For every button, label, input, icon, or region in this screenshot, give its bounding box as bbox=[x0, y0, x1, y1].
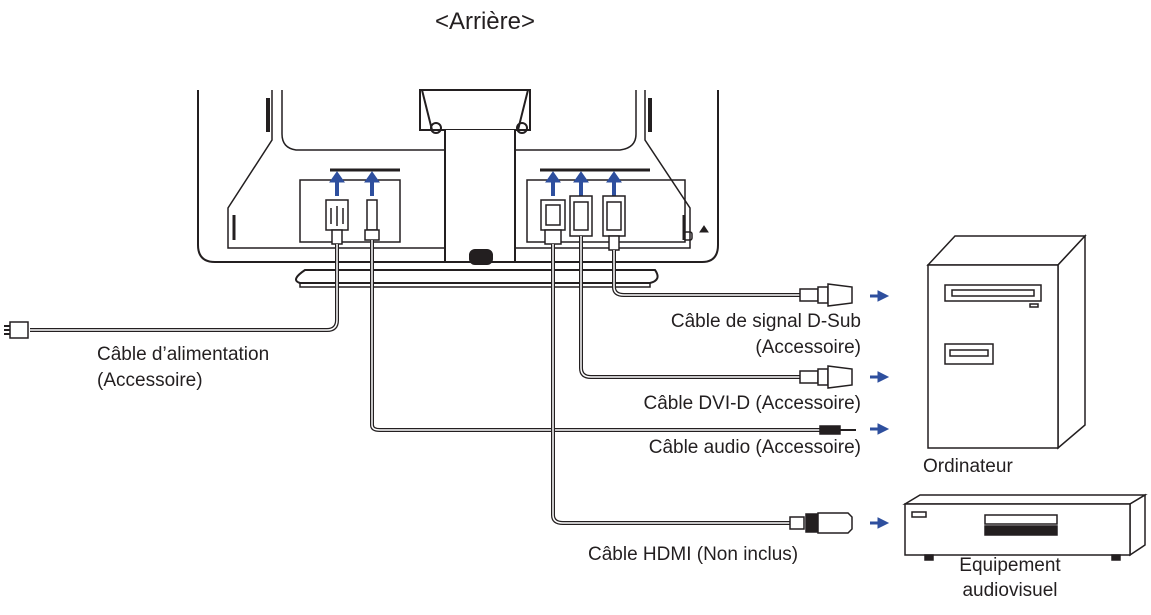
dvi-cable-label: Câble DVI-D (Accessoire) bbox=[643, 393, 862, 414]
computer-label: Ordinateur bbox=[923, 456, 1013, 477]
av-equipment bbox=[902, 493, 1148, 561]
power-cable-accessory-label: (Accessoire) bbox=[97, 370, 203, 391]
monitor-rear bbox=[197, 89, 719, 288]
port-arrows bbox=[329, 171, 622, 196]
dsub-cable-accessory-label: (Accessoire) bbox=[755, 337, 861, 358]
cable-end-connectors bbox=[4, 283, 856, 534]
device-arrows bbox=[870, 290, 890, 529]
av-equipment-label-line1: Equipement bbox=[959, 555, 1061, 576]
computer-tower bbox=[926, 234, 1087, 450]
hdmi-cable-label: Câble HDMI (Non inclus) bbox=[588, 544, 799, 565]
audio-cable-label: Câble audio (Accessoire) bbox=[648, 437, 861, 458]
av-equipment-label-line2: audiovisuel bbox=[962, 580, 1058, 601]
monitor-connectors bbox=[325, 195, 626, 251]
cables bbox=[30, 236, 820, 525]
diagram-title: <Arrière> bbox=[434, 8, 536, 35]
power-cable-label: Câble d’alimentation bbox=[97, 344, 270, 365]
dsub-cable-label: Câble de signal D-Sub bbox=[670, 311, 861, 332]
